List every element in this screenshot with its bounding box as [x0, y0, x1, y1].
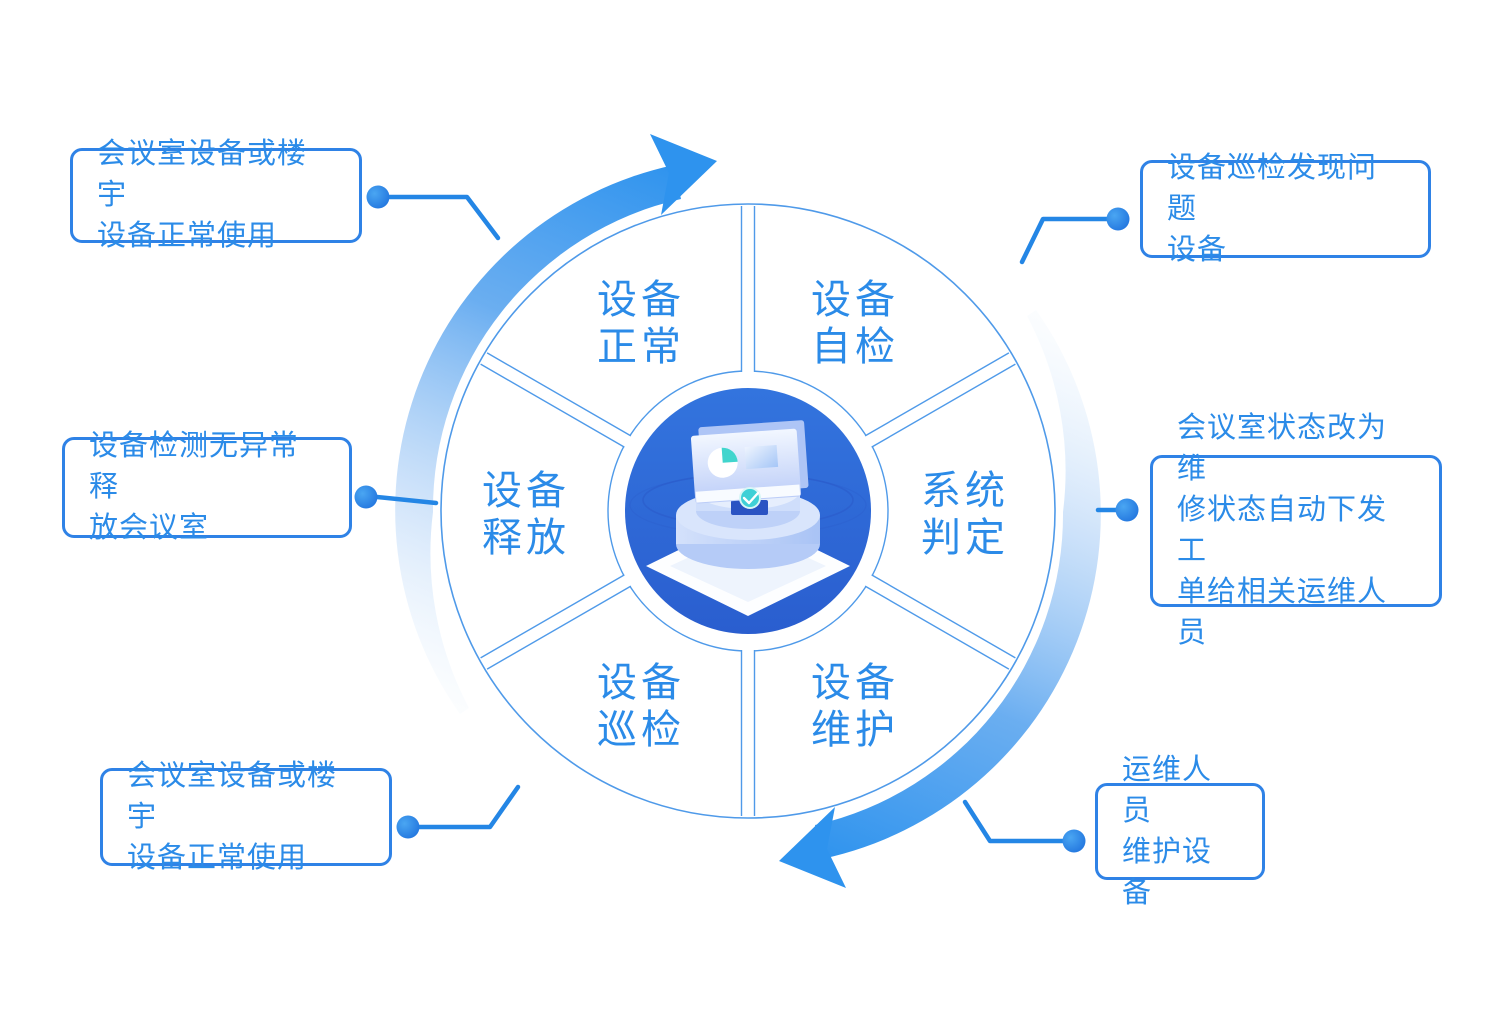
- wheel-spokes: [480, 206, 1016, 816]
- cycle-arrow-bottom: [779, 310, 1101, 888]
- segment-device-normal: 设备 正常: [597, 278, 685, 369]
- connector-bottom-left: [416, 784, 521, 830]
- arrowhead-top-icon: [650, 134, 717, 215]
- cycle-arrow-top: [395, 134, 717, 714]
- dot-top-left: [366, 185, 390, 209]
- callout-top-left: 会议室设备或楼宇 设备正常使用: [70, 138, 362, 252]
- segment-device-inspection: 设备 巡检: [597, 661, 685, 752]
- arrowhead-bottom-icon: [779, 807, 846, 888]
- device-dashboard-icon: [625, 388, 871, 634]
- callout-connectors: [374, 194, 1120, 844]
- segment-device-self-check: 设备 自检: [811, 278, 899, 369]
- callout-bottom-left: 会议室设备或楼宇 设备正常使用: [100, 760, 392, 874]
- callout-top-right: 设备巡检发现问题 设备: [1140, 152, 1431, 266]
- connector-top-left: [387, 194, 501, 241]
- connector-bottom-right: [962, 799, 1067, 844]
- connector-dots: [354, 185, 1139, 853]
- dot-top-right: [1106, 207, 1130, 231]
- callout-middle-left: 设备检测无异常释 放会议室: [62, 430, 352, 544]
- connector-top-right: [1019, 216, 1111, 265]
- dot-middle-right: [1115, 498, 1139, 522]
- callout-middle-right: 会议室状态改为维 修状态自动下发工 单给相关运维人员: [1150, 412, 1442, 649]
- dot-middle-left: [354, 485, 378, 509]
- wheel-outer-ring: [440, 203, 1056, 819]
- dot-bottom-left: [396, 815, 420, 839]
- callout-bottom-right: 运维人员 维护设备: [1095, 754, 1265, 909]
- segment-device-maintenance: 设备 维护: [811, 661, 899, 752]
- dot-bottom-right: [1062, 829, 1086, 853]
- segment-device-release: 设备 释放: [482, 469, 570, 560]
- connector-middle-left: [374, 494, 439, 506]
- segment-system-judgment: 系统 判定: [921, 469, 1009, 560]
